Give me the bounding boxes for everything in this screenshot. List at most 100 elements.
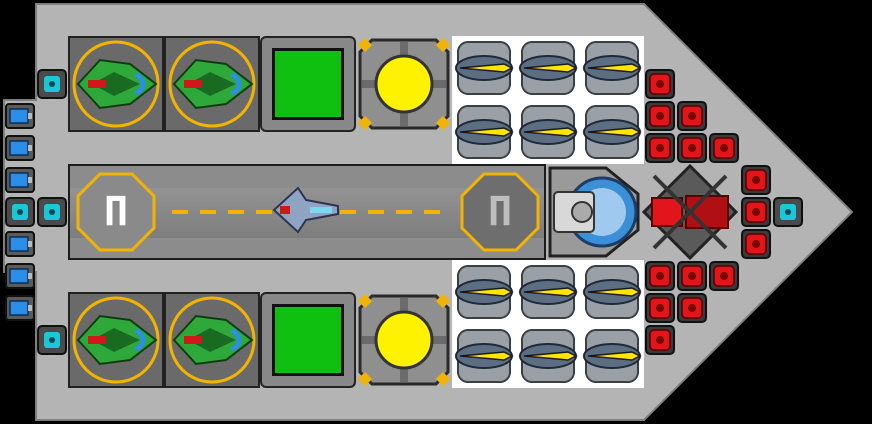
reactor-icon: [357, 37, 451, 131]
landing-pad-label: Π: [487, 189, 513, 235]
reactor-core[interactable]: [356, 292, 452, 388]
power-cell[interactable]: [4, 228, 36, 260]
cyan-port[interactable]: [4, 196, 36, 228]
thruster[interactable]: [580, 324, 644, 388]
landing-pad-label: Π: [103, 189, 129, 235]
ammo-icon: [677, 133, 707, 163]
fighter-icon: [72, 296, 160, 384]
thruster[interactable]: [516, 36, 580, 100]
thruster-icon: [583, 329, 642, 383]
thruster-icon: [519, 329, 578, 383]
fighter-bay[interactable]: [164, 36, 260, 132]
power-cell[interactable]: [4, 260, 36, 292]
thruster[interactable]: [516, 324, 580, 388]
thruster[interactable]: [452, 324, 516, 388]
heavy-turret-icon: [641, 163, 739, 261]
ammo-block[interactable]: [644, 100, 676, 132]
ammo-block[interactable]: [644, 292, 676, 324]
power-cell-icon: [5, 135, 35, 161]
fighter-icon: [168, 40, 256, 128]
thruster-icon: [583, 105, 642, 159]
ammo-block[interactable]: [676, 100, 708, 132]
ammo-block[interactable]: [708, 260, 740, 292]
ammo-block[interactable]: [644, 324, 676, 356]
ammo-icon: [709, 261, 739, 291]
ammo-icon: [645, 69, 675, 99]
command-module[interactable]: [546, 164, 642, 260]
green-block-core: [272, 48, 344, 120]
thruster[interactable]: [516, 260, 580, 324]
green-block[interactable]: [260, 292, 356, 388]
ammo-block[interactable]: [644, 68, 676, 100]
power-cell-icon: [5, 263, 35, 289]
ammo-icon: [741, 165, 771, 195]
power-cell[interactable]: [4, 132, 36, 164]
port-icon: [37, 325, 67, 355]
ammo-icon: [645, 261, 675, 291]
power-cell-icon: [5, 231, 35, 257]
ammo-block[interactable]: [676, 260, 708, 292]
fighter-bay[interactable]: [68, 292, 164, 388]
thruster-icon: [583, 265, 642, 319]
thruster-icon: [583, 41, 642, 95]
landing-pad-right[interactable]: Π: [460, 172, 540, 252]
runway-dash: [368, 210, 384, 214]
green-block[interactable]: [260, 36, 356, 132]
cyan-port[interactable]: [36, 68, 68, 100]
ammo-icon: [709, 133, 739, 163]
fighter-icon[interactable]: [270, 178, 342, 242]
runway-dash: [424, 210, 440, 214]
ammo-block[interactable]: [708, 132, 740, 164]
cyan-port[interactable]: [772, 196, 804, 228]
thruster[interactable]: [516, 100, 580, 164]
power-cell-icon: [5, 295, 35, 321]
runway-dash: [172, 210, 188, 214]
ammo-icon: [677, 261, 707, 291]
thruster-icon: [519, 41, 578, 95]
runway-dash: [396, 210, 412, 214]
thruster[interactable]: [452, 36, 516, 100]
green-block-core: [272, 304, 344, 376]
landing-pad-left[interactable]: Π: [76, 172, 156, 252]
cyan-port[interactable]: [36, 324, 68, 356]
runway-dash: [228, 210, 244, 214]
port-icon: [773, 197, 803, 227]
cyan-port[interactable]: [36, 196, 68, 228]
ammo-icon: [645, 133, 675, 163]
ammo-block[interactable]: [644, 132, 676, 164]
reactor-core[interactable]: [356, 36, 452, 132]
power-cell[interactable]: [4, 292, 36, 324]
thruster-icon: [455, 41, 514, 95]
ammo-block[interactable]: [740, 164, 772, 196]
ammo-icon: [645, 101, 675, 131]
fighter-bay[interactable]: [164, 292, 260, 388]
ammo-block[interactable]: [644, 260, 676, 292]
thruster-icon: [519, 105, 578, 159]
thruster[interactable]: [580, 100, 644, 164]
ammo-icon: [741, 229, 771, 259]
thruster[interactable]: [580, 260, 644, 324]
power-cell[interactable]: [4, 164, 36, 196]
ammo-icon: [677, 101, 707, 131]
ammo-block[interactable]: [676, 292, 708, 324]
ammo-block[interactable]: [676, 132, 708, 164]
ammo-block[interactable]: [740, 228, 772, 260]
landing-pad-icon: [460, 172, 540, 252]
ammo-icon: [677, 293, 707, 323]
thruster-icon: [455, 105, 514, 159]
heavy-turret[interactable]: [641, 163, 739, 261]
thruster[interactable]: [452, 100, 516, 164]
runway-dash: [340, 210, 356, 214]
thruster[interactable]: [580, 36, 644, 100]
fighter-icon: [168, 296, 256, 384]
fighter-bay[interactable]: [68, 36, 164, 132]
power-cell-icon: [5, 103, 35, 129]
thruster[interactable]: [452, 260, 516, 324]
fighter-icon: [72, 40, 160, 128]
ammo-block[interactable]: [740, 196, 772, 228]
runway-dash: [200, 210, 216, 214]
power-cell[interactable]: [4, 100, 36, 132]
reactor-icon: [357, 293, 451, 387]
port-icon: [5, 197, 35, 227]
